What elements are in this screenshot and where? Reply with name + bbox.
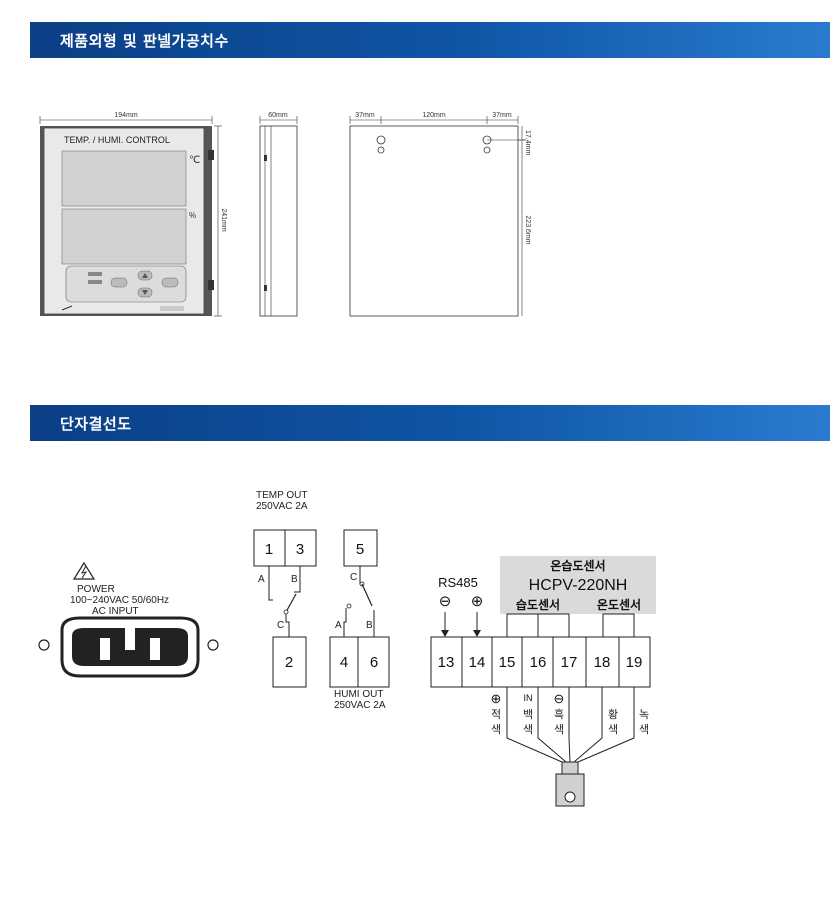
power-inlet: POWER 100~240VAC 50/60Hz AC INPUT	[38, 561, 219, 678]
ac-pin-icon	[125, 628, 135, 650]
enter-button[interactable]	[161, 277, 179, 288]
side-depth-label: 60mm	[268, 112, 288, 119]
humi-out-title: HUMI OUT	[334, 689, 383, 700]
down-arrow-icon	[142, 290, 148, 295]
logo-icon	[61, 305, 73, 311]
terminal-15: 15	[499, 654, 516, 671]
terminal-2: 2	[285, 654, 293, 671]
contact-a-label: A	[335, 620, 342, 631]
section-title: 단자결선도	[60, 415, 132, 433]
humi-out-relay: 5 C A B 4 6 HUMI OUT 250VAC 2A	[329, 529, 390, 711]
rs485-minus-icon: ⊖	[439, 593, 452, 610]
temp-out-title: TEMP OUT	[256, 490, 307, 501]
humi-sensor-label: 습도센서	[516, 597, 560, 612]
power-input: AC INPUT	[92, 606, 139, 617]
contact-b-label: B	[366, 620, 373, 631]
temp-sensor-label: 온도센서	[597, 597, 641, 612]
temp-out-rating: 250VAC 2A	[256, 501, 308, 512]
temp-display	[61, 150, 187, 207]
power-label: POWER	[77, 584, 115, 595]
terminal-1: 1	[265, 541, 273, 558]
contact-c-label: C	[350, 572, 357, 583]
humi-display	[61, 208, 187, 265]
front-view: 194mm TEMP. / HUMI. CONTROL ℃ % 241mm	[39, 112, 227, 317]
wire-18-color-b: 색	[608, 723, 618, 736]
humi-out-rating: 250VAC 2A	[334, 700, 386, 711]
back-left-label: 37mm	[355, 112, 375, 119]
power-voltage: 100~240VAC 50/60Hz	[70, 595, 169, 606]
terminal-13: 13	[438, 654, 455, 671]
front-width-label: 194mm	[114, 112, 138, 119]
screw-hole-icon	[38, 639, 50, 651]
wire-19-color-b: 색	[639, 723, 649, 736]
sensor-header-box	[500, 556, 656, 614]
back-top-label: 17.4mm	[524, 130, 531, 155]
terminal-6: 6	[370, 654, 378, 671]
rs485-plus-icon: ⊕	[471, 593, 484, 610]
terminal-19: 19	[626, 654, 643, 671]
wire-16-in: IN	[524, 693, 533, 703]
section-header-wiring: 단자결선도	[30, 405, 830, 441]
set-button[interactable]	[110, 277, 128, 288]
wire-19-color-a: 녹	[639, 708, 649, 721]
back-height-label: 223.6mm	[524, 215, 531, 244]
terminal-3: 3	[296, 541, 304, 558]
back-right-label: 37mm	[492, 112, 512, 119]
back-view: 37mm 120mm 37mm 17.4mm 223.6mm	[349, 112, 531, 317]
sensor-header: 온습도센서	[550, 558, 605, 573]
terminal-17: 17	[561, 654, 578, 671]
wire-17-color-b: 색	[554, 723, 564, 736]
wire-15-color-a: 적	[491, 708, 501, 721]
arrow-down-icon	[441, 630, 449, 637]
section-header-dimensions: 제품외형 및 판넬가공치수	[30, 22, 830, 58]
temp-out-relay: TEMP OUT 250VAC 2A 1 3 A B C 2	[253, 490, 317, 688]
terminal-strip: 13 14 15 16 17 18 19	[430, 636, 651, 688]
probe-hole-icon	[564, 791, 576, 803]
contact-c-label: C	[277, 620, 284, 631]
warning-icon	[72, 561, 96, 580]
terminal-16: 16	[530, 654, 547, 671]
sensor-block: 온습도센서 HCPV-220NH 습도센서 온도센서 RS485 ⊖ ⊕ 13 …	[430, 556, 656, 807]
wire-18-color-a: 황	[608, 708, 618, 721]
screw-hole-icon	[207, 639, 219, 651]
wire-minus-icon: ⊖	[554, 691, 565, 706]
contact-b-label: B	[291, 574, 298, 585]
temp-unit: ℃	[189, 155, 200, 166]
wire-plus-icon: ⊕	[491, 691, 502, 706]
sensor-model: HCPV-220NH	[529, 577, 628, 594]
panel-title: TEMP. / HUMI. CONTROL	[64, 135, 170, 145]
terminal-18: 18	[594, 654, 611, 671]
terminal-14: 14	[469, 654, 486, 671]
wire-16-color-b: 색	[523, 723, 533, 736]
section-title: 제품외형 및 판넬가공치수	[60, 32, 229, 50]
back-mid-label: 120mm	[422, 112, 446, 119]
mount-hole-icon	[376, 135, 386, 145]
wire-16-color-a: 백	[523, 708, 533, 721]
humi-unit: %	[189, 211, 196, 220]
rs485-label: RS485	[438, 575, 478, 590]
ac-pin-icon	[150, 638, 160, 660]
ac-pin-icon	[100, 638, 110, 660]
terminal-4: 4	[340, 654, 348, 671]
front-height-label: 241mm	[220, 208, 227, 232]
terminal-5: 5	[356, 541, 364, 558]
contact-a-label: A	[258, 574, 265, 585]
wire-15-color-b: 색	[491, 723, 501, 736]
side-view: 60mm	[259, 112, 298, 317]
wire-17-color-a: 흑	[554, 707, 564, 721]
up-arrow-icon	[142, 273, 148, 278]
arrow-down-icon	[473, 630, 481, 637]
